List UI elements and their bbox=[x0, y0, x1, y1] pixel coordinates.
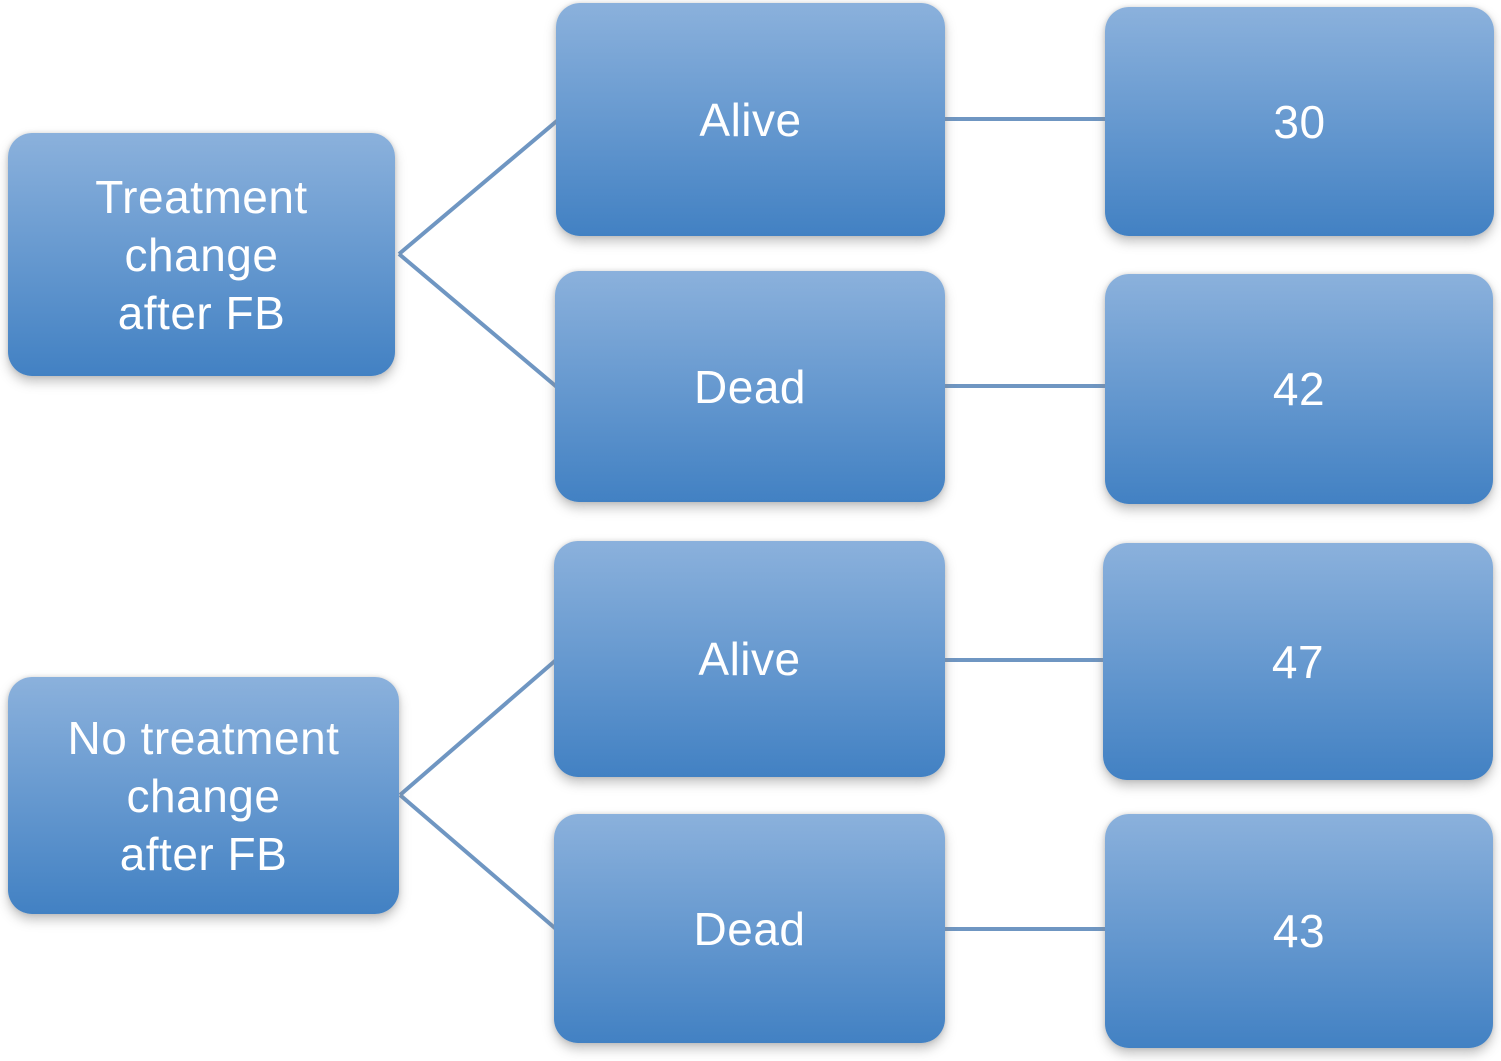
node-count-alive-treatment-change: 30 bbox=[1105, 7, 1494, 236]
node-label-count-43: 43 bbox=[1272, 905, 1326, 957]
node-count-dead-treatment-change: 42 bbox=[1105, 274, 1493, 504]
connector-no-treatment-to-alive bbox=[398, 658, 558, 797]
node-count-alive-no-treatment-change: 47 bbox=[1103, 543, 1493, 780]
node-label-dead-treatment-change: Dead bbox=[694, 360, 806, 413]
node-dead-no-treatment-change: Dead bbox=[554, 814, 945, 1043]
node-label-count-30: 30 bbox=[1273, 95, 1326, 148]
connector-treatment-to-dead bbox=[397, 252, 560, 390]
node-label-alive-treatment-change: Alive bbox=[699, 93, 802, 146]
node-no-treatment-change-after-fb: No treatment change after FB bbox=[8, 677, 399, 914]
node-treatment-change-after-fb: Treatment change after FB bbox=[8, 133, 395, 376]
node-alive-no-treatment-change: Alive bbox=[554, 541, 945, 777]
node-alive-treatment-change: Alive bbox=[556, 3, 945, 236]
node-label-count-42: 42 bbox=[1272, 363, 1326, 415]
node-label-dead-no-treatment-change: Dead bbox=[693, 902, 806, 955]
node-label-treatment-change-after-fb: Treatment change after FB bbox=[95, 170, 308, 339]
connector-no-treatment-to-dead bbox=[398, 793, 558, 931]
node-dead-treatment-change: Dead bbox=[555, 271, 945, 502]
connector-treatment-to-alive bbox=[397, 118, 560, 256]
node-label-count-47: 47 bbox=[1271, 635, 1325, 688]
node-label-alive-no-treatment-change: Alive bbox=[698, 633, 801, 685]
node-count-dead-no-treatment-change: 43 bbox=[1105, 814, 1493, 1048]
node-label-no-treatment-change-after-fb: No treatment change after FB bbox=[67, 711, 340, 880]
